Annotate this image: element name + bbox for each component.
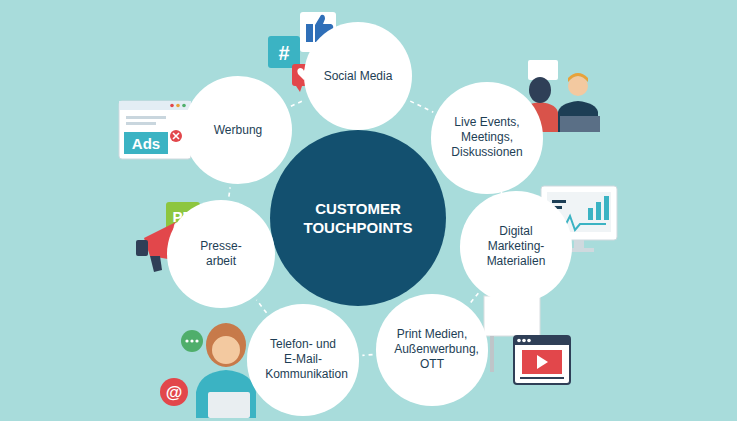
at-sign-text: @	[166, 383, 183, 402]
touchpoint-circle: Social Media	[304, 22, 412, 130]
touchpoint-circle: Telefon- und E-Mail- Kommunikation	[247, 304, 358, 415]
node-label: Digital Marketing- Materialien	[468, 224, 564, 269]
dashed-connector	[362, 354, 372, 356]
dashed-connector	[256, 300, 266, 313]
browser-ads-icon	[119, 101, 191, 159]
touchpoint-circle: Presse- arbeit	[167, 200, 275, 308]
billboard-video-icon	[484, 296, 570, 384]
node-label: Print Medien, Außenwerbung, OTT	[384, 327, 480, 372]
dashed-connector	[470, 293, 479, 304]
node-label: Live Events, Meetings, Diskussionen	[439, 115, 535, 160]
node-label: Telefon- und E-Mail- Kommunikation	[255, 337, 351, 382]
ads-text: Ads	[132, 135, 160, 152]
node-label: Social Media	[314, 69, 403, 84]
dashed-connector	[291, 100, 305, 106]
touchpoint-circle: Print Medien, Außenwerbung, OTT	[376, 294, 487, 405]
dashed-connector	[229, 187, 230, 196]
node-label: Werbung	[204, 123, 272, 138]
touchpoint-circle: Digital Marketing- Materialien	[460, 191, 571, 302]
support-agent-icon	[160, 323, 256, 418]
center-circle: CUSTOMER TOUCHPOINTS	[270, 130, 446, 306]
touchpoint-circle: Live Events, Meetings, Diskussionen	[431, 82, 542, 193]
node-label: Presse- arbeit	[175, 239, 268, 269]
node-label: CUSTOMER TOUCHPOINTS	[282, 199, 433, 237]
touchpoint-circle: Werbung	[184, 76, 292, 184]
dashed-connector	[410, 101, 433, 112]
hashtag-text: #	[278, 42, 289, 64]
